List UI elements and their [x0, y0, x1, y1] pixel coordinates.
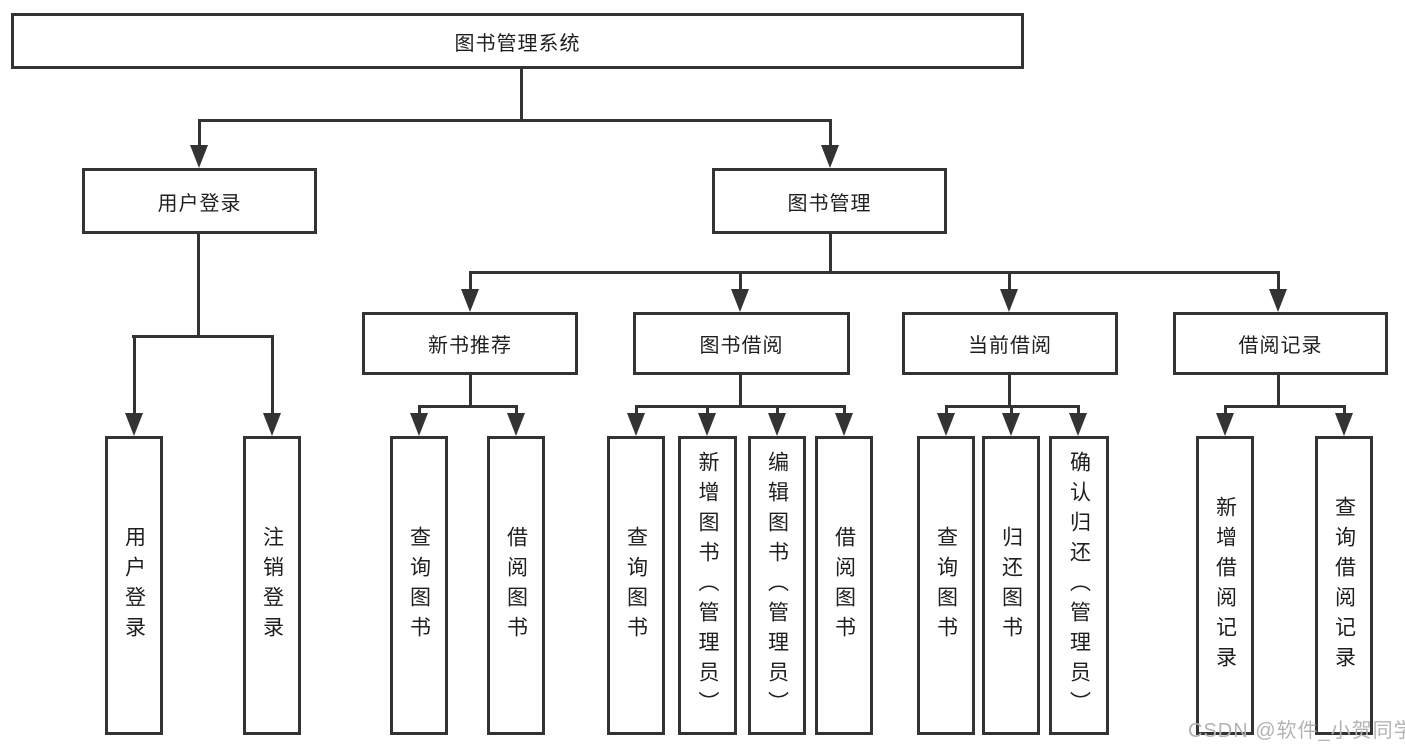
- arrowhead-to-book-mgmt: [821, 145, 839, 168]
- arrowhead-to-borrow-record: [1269, 289, 1287, 312]
- connector-bookmgmt-drop-2: [739, 271, 742, 291]
- leaf-nb-borrow-book-label: 借阅图书: [504, 525, 528, 646]
- arrowhead-to-nb-query: [410, 413, 428, 436]
- connector-borrowrecord-drop-1: [1224, 405, 1227, 415]
- arrowhead-to-bb-add: [698, 413, 716, 436]
- arrowhead-to-cb-return: [1002, 413, 1020, 436]
- node-root-label: 图书管理系统: [454, 32, 581, 55]
- leaf-logout-login-label: 注销登录: [260, 525, 284, 646]
- leaf-nb-query-book-label: 查询图书: [407, 525, 431, 646]
- arrowhead-to-leaf-logout: [263, 413, 281, 436]
- connector-newbook-hline: [418, 405, 518, 408]
- node-book-management-label: 图书管理: [787, 192, 872, 215]
- leaf-br-query-record-label: 查询借阅记录: [1332, 495, 1356, 676]
- node-book-borrow-label: 图书借阅: [699, 335, 784, 357]
- connector-bookborrow-drop-2: [706, 405, 709, 415]
- leaf-br-query-record: 查询借阅记录: [1315, 436, 1373, 735]
- leaf-bb-add-book-admin: 新增图书（管理员）: [678, 436, 737, 735]
- connector-borrowrecord-stem: [1277, 375, 1280, 407]
- connector-currentborrow-drop-1: [945, 405, 948, 415]
- connector-bookmgmt-drop-3: [1008, 271, 1011, 291]
- node-current-borrow: 当前借阅: [902, 312, 1118, 375]
- leaf-nb-query-book: 查询图书: [390, 436, 448, 735]
- arrowhead-to-leaf-user-login: [125, 413, 143, 436]
- arrowhead-to-bb-borrow: [835, 413, 853, 436]
- leaf-cb-query-book: 查询图书: [917, 436, 975, 735]
- arrowhead-to-user-login: [190, 145, 208, 168]
- node-user-login: 用户登录: [82, 168, 317, 234]
- connector-userlogin-hline: [132, 335, 274, 338]
- arrowhead-to-br-query: [1335, 413, 1353, 436]
- arrowhead-to-cb-query: [937, 413, 955, 436]
- leaf-nb-borrow-book: 借阅图书: [487, 436, 545, 735]
- connector-bookmgmt-drop-4: [1277, 271, 1280, 291]
- leaf-cb-return-book: 归还图书: [982, 436, 1040, 735]
- connector-currentborrow-drop-3: [1077, 405, 1080, 415]
- node-book-borrow: 图书借阅: [633, 312, 850, 375]
- connector-borrowrecord-drop-2: [1343, 405, 1346, 415]
- connector-userlogin-drop-1: [133, 335, 136, 415]
- connector-newbook-stem: [469, 375, 472, 407]
- connector-bookborrow-hline: [635, 405, 845, 408]
- leaf-user-login-label: 用户登录: [122, 525, 146, 646]
- node-borrow-records-label: 借阅记录: [1238, 335, 1323, 357]
- arrowhead-to-nb-borrow: [507, 413, 525, 436]
- leaf-logout-login: 注销登录: [243, 436, 301, 735]
- arrowhead-to-bb-edit: [768, 413, 786, 436]
- connector-root-hline: [198, 119, 831, 122]
- leaf-cb-confirm-return-admin: 确认归还（管理员）: [1049, 436, 1109, 735]
- leaf-bb-edit-book-admin: 编辑图书（管理员）: [748, 436, 806, 735]
- leaf-cb-query-book-label: 查询图书: [934, 525, 958, 646]
- connector-bookmgmt-drop-1: [469, 271, 472, 291]
- leaf-bb-borrow-book-label: 借阅图书: [832, 525, 856, 646]
- leaf-bb-borrow-book: 借阅图书: [815, 436, 873, 735]
- node-new-book-recommend-label: 新书推荐: [428, 335, 512, 357]
- leaf-br-add-record-label: 新增借阅记录: [1213, 495, 1237, 676]
- arrowhead-to-current-borrow: [1000, 289, 1018, 312]
- connector-bookmgmt-stem: [829, 234, 832, 273]
- node-book-management: 图书管理: [712, 168, 947, 234]
- connector-root-drop-right: [829, 119, 832, 148]
- node-borrow-records: 借阅记录: [1173, 312, 1388, 375]
- connector-bookborrow-stem: [739, 375, 742, 407]
- leaf-bb-edit-book-admin-label: 编辑图书（管理员）: [765, 450, 789, 721]
- connector-newbook-drop-2: [515, 405, 518, 415]
- leaf-cb-confirm-return-admin-label: 确认归还（管理员）: [1067, 450, 1091, 721]
- connector-bookborrow-drop-1: [635, 405, 638, 415]
- leaf-bb-add-book-admin-label: 新增图书（管理员）: [696, 450, 719, 721]
- connector-userlogin-drop-2: [271, 335, 274, 415]
- arrowhead-to-book-borrow: [731, 289, 749, 312]
- leaf-bb-query-book: 查询图书: [607, 436, 665, 735]
- connector-userlogin-stem: [197, 234, 200, 338]
- arrowhead-to-bb-query: [627, 413, 645, 436]
- connector-newbook-drop-1: [418, 405, 421, 415]
- arrowhead-to-br-add: [1216, 413, 1234, 436]
- arrowhead-to-new-book-rec: [461, 289, 479, 312]
- leaf-br-add-record: 新增借阅记录: [1196, 436, 1254, 735]
- leaf-user-login: 用户登录: [105, 436, 163, 735]
- node-new-book-recommend: 新书推荐: [362, 312, 578, 375]
- connector-currentborrow-drop-2: [1010, 405, 1013, 415]
- connector-bookborrow-drop-3: [776, 405, 779, 415]
- leaf-cb-return-book-label: 归还图书: [999, 525, 1023, 646]
- arrowhead-to-cb-confirm: [1069, 413, 1087, 436]
- connector-root-drop-left: [198, 119, 201, 148]
- node-current-borrow-label: 当前借阅: [968, 335, 1052, 357]
- connector-bookborrow-drop-4: [843, 405, 846, 415]
- csdn-watermark: CSDN @软件_小贺同学: [1188, 720, 1405, 742]
- connector-bookmgmt-hline: [469, 271, 1280, 274]
- connector-currentborrow-stem: [1008, 375, 1011, 407]
- node-root-library-system: 图书管理系统: [11, 13, 1024, 69]
- leaf-bb-query-book-label: 查询图书: [624, 525, 648, 646]
- connector-borrowrecord-hline: [1224, 405, 1346, 408]
- node-user-login-label: 用户登录: [157, 192, 242, 215]
- connector-root-stem: [520, 69, 523, 121]
